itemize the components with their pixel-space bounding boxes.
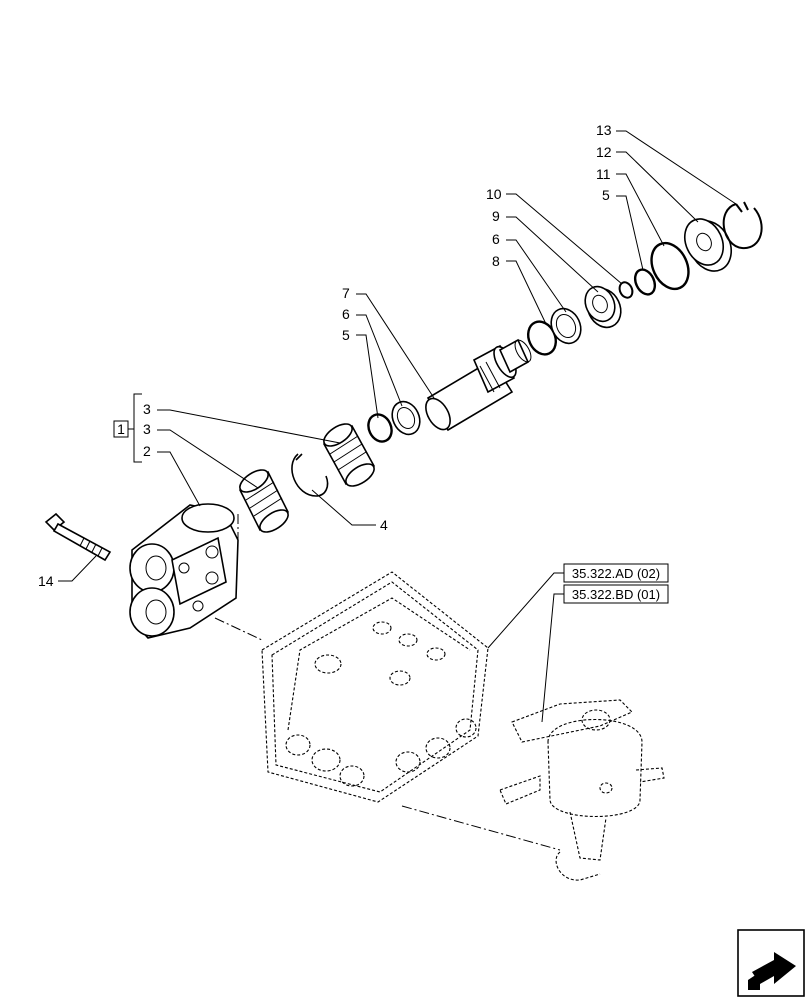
center-line-upper: [214, 617, 263, 641]
callout-5-left: 5: [342, 327, 350, 343]
o-ring-part-5-right: [633, 268, 657, 296]
o-ring-part-5-left: [367, 413, 393, 443]
seal-part-9: [584, 285, 622, 329]
callout-12: 12: [596, 144, 612, 160]
callout-3-lower: 3: [143, 421, 151, 437]
callout-6-right: 6: [492, 231, 500, 247]
transmission-housing-ghost: [261, 571, 489, 803]
callout-6-left: 6: [342, 306, 350, 322]
callout-9: 9: [492, 208, 500, 224]
leader-lines: [58, 130, 737, 723]
next-page-arrow-icon[interactable]: [737, 929, 805, 997]
valve-body-part-2: [129, 503, 239, 639]
callout-13: 13: [596, 122, 612, 138]
kit-bracket: [113, 393, 142, 463]
callout-11: 11: [596, 166, 611, 182]
sleeve-part-3-lower: [238, 469, 290, 533]
callout-7: 7: [342, 285, 350, 301]
callout-8: 8: [492, 253, 500, 269]
cross-reference-bd[interactable]: 35.322.BD (01): [563, 584, 669, 604]
o-ring-part-10: [618, 281, 634, 299]
filter-reservoir-ghost: [499, 699, 665, 881]
reference-bd-label[interactable]: 35.322.BD (01): [572, 587, 660, 602]
sleeve-part-3-upper: [322, 423, 376, 487]
snap-ring-part-4: [291, 453, 329, 497]
callout-4: 4: [380, 517, 388, 533]
callout-1: 1: [117, 421, 125, 437]
callout-2: 2: [143, 443, 151, 459]
callout-3-upper: 3: [143, 401, 151, 417]
plug-part-12: [683, 218, 732, 272]
kit-number-box: [113, 420, 129, 438]
center-line-lower: [401, 805, 561, 851]
cross-reference-ad[interactable]: 35.322.AD (02): [563, 563, 669, 583]
bolt-part-14: [44, 512, 112, 562]
callout-labels: 1 3 3 2 4 5 6 7 8 6 9 10 5 11 12 13 14: [38, 122, 612, 589]
o-ring-part-11: [650, 241, 690, 291]
circlip-part-13: [722, 201, 763, 250]
callout-5-right: 5: [602, 187, 610, 203]
reference-ad-label[interactable]: 35.322.AD (02): [572, 566, 660, 581]
spool-part-7: [425, 338, 532, 432]
callout-10: 10: [486, 186, 502, 202]
backup-ring-part-6-right: [550, 307, 582, 345]
callout-14: 14: [38, 573, 54, 589]
backup-ring-part-6-left: [391, 400, 421, 436]
